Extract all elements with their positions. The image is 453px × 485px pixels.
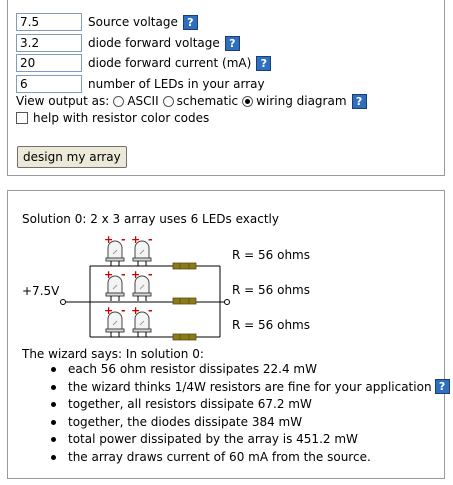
polarity-plus: + <box>104 304 113 317</box>
radio-schematic[interactable] <box>162 95 174 107</box>
led-highlight <box>112 249 118 255</box>
bullet-text: together, the diodes dissipate 384 mW <box>68 414 303 429</box>
led-body <box>107 311 123 331</box>
led-row: +-+- <box>104 304 197 341</box>
output-terminal <box>224 299 230 305</box>
resistor-label: R = 56 ohms <box>232 248 310 262</box>
diode-forward-current-input[interactable] <box>16 54 82 72</box>
led-rim <box>105 257 125 262</box>
help-question-icon[interactable]: ? <box>182 14 198 30</box>
bullet-text: the array draws current of 60 mA from th… <box>68 449 371 464</box>
result-panel: Solution 0: 2 x 3 array uses 6 LEDs exac… <box>7 190 450 479</box>
radio-ascii[interactable] <box>113 95 125 107</box>
radio-wiring-diagram[interactable] <box>242 95 254 107</box>
led-rim <box>132 292 152 297</box>
source-voltage-label: +7.5V <box>22 284 60 298</box>
polarity-minus: - <box>148 233 153 246</box>
polarity-minus: - <box>121 304 126 317</box>
input-form-panel: Source voltage ? diode forward voltage ?… <box>7 0 445 176</box>
help-question-icon[interactable]: ? <box>224 35 240 51</box>
led-highlight <box>139 249 145 255</box>
list-item: the wizard thinks 1/4W resistors are fin… <box>22 378 450 397</box>
led-body <box>107 240 123 260</box>
polarity-minus: - <box>148 304 153 317</box>
radio-schematic-label: schematic <box>176 94 239 108</box>
resistor-icon <box>172 333 197 341</box>
resistor-icon <box>172 262 197 270</box>
diode-forward-voltage-input[interactable] <box>16 34 82 52</box>
help-question-icon[interactable]: ? <box>434 378 450 394</box>
solution-title: Solution 0: 2 x 3 array uses 6 LEDs exac… <box>22 212 279 226</box>
led-rim <box>105 328 125 333</box>
led-rim <box>132 257 152 262</box>
polarity-plus: + <box>104 233 113 246</box>
source-terminal <box>60 299 66 305</box>
led-icon <box>105 275 125 301</box>
list-item: total power dissipated by the array is 4… <box>22 431 450 449</box>
wizard-intro: The wizard says: In solution 0: <box>22 347 204 361</box>
led-count-label: number of LEDs in your array <box>88 77 265 91</box>
polarity-minus: - <box>148 268 153 281</box>
resistor-label: R = 56 ohms <box>232 318 310 332</box>
radio-wiring-diagram-label: wiring diagram <box>256 94 347 108</box>
polarity-plus: + <box>131 233 140 246</box>
led-row: +-+- <box>104 233 197 270</box>
diode-forward-current-row: diode forward current (mA) ? <box>16 53 272 73</box>
source-voltage-row: Source voltage ? <box>16 12 198 32</box>
bullet-text: total power dissipated by the array is 4… <box>68 432 358 446</box>
polarity-plus: + <box>131 304 140 317</box>
color-codes-checkbox[interactable] <box>16 112 28 124</box>
list-item: together, all resistors dissipate 67.2 m… <box>22 396 450 414</box>
led-count-row: number of LEDs in your array <box>16 74 265 94</box>
led-row: +-+- <box>104 268 197 305</box>
diode-forward-voltage-label: diode forward voltage <box>88 36 220 50</box>
radio-ascii-label: ASCII <box>127 94 159 108</box>
list-item: the array draws current of 60 mA from th… <box>22 449 450 467</box>
wiring-diagram: +-+- +-+- +-+- <box>60 233 230 341</box>
led-highlight <box>139 284 145 290</box>
list-item: each 56 ohm resistor dissipates 22.4 mW <box>22 361 450 379</box>
led-highlight <box>139 320 145 326</box>
help-question-icon[interactable]: ? <box>351 93 367 109</box>
diode-forward-current-label: diode forward current (mA) <box>88 56 252 70</box>
led-icon <box>105 311 125 337</box>
polarity-minus: - <box>121 268 126 281</box>
led-body <box>107 275 123 295</box>
led-icon <box>132 240 152 266</box>
source-voltage-label: Source voltage <box>88 15 178 29</box>
circuit-wires <box>64 265 226 338</box>
view-option-ascii[interactable]: ASCII <box>113 94 159 108</box>
polarity-plus: + <box>104 268 113 281</box>
led-body <box>134 311 150 331</box>
color-codes-label: help with resistor color codes <box>33 111 210 125</box>
polarity-plus: + <box>131 268 140 281</box>
help-question-icon[interactable]: ? <box>256 55 272 71</box>
design-my-array-button[interactable]: design my array <box>17 146 127 168</box>
diode-forward-voltage-row: diode forward voltage ? <box>16 33 240 53</box>
led-icon <box>132 311 152 337</box>
bullet-text: each 56 ohm resistor dissipates 22.4 mW <box>68 362 317 376</box>
list-item: together, the diodes dissipate 384 mW <box>22 414 450 432</box>
resistor-label: R = 56 ohms <box>232 283 310 297</box>
led-rim <box>132 328 152 333</box>
led-highlight <box>112 284 118 290</box>
led-body <box>134 275 150 295</box>
led-highlight <box>112 320 118 326</box>
wizard-bullet-list: each 56 ohm resistor dissipates 22.4 mW … <box>22 361 450 466</box>
view-output-row: View output as: ASCII schematic wiring d… <box>16 91 367 111</box>
led-count-input[interactable] <box>16 75 82 93</box>
led-icon <box>132 275 152 301</box>
led-rim <box>105 292 125 297</box>
source-voltage-input[interactable] <box>16 13 82 31</box>
view-option-wiring-diagram[interactable]: wiring diagram <box>242 94 347 108</box>
led-icon <box>105 240 125 266</box>
bullet-text: together, all resistors dissipate 67.2 m… <box>68 397 312 411</box>
polarity-minus: - <box>121 233 126 246</box>
color-codes-row: help with resistor color codes <box>16 108 209 128</box>
led-body <box>134 240 150 260</box>
resistor-icon <box>172 297 197 305</box>
view-option-schematic[interactable]: schematic <box>162 94 239 108</box>
view-output-label: View output as: <box>16 94 110 108</box>
bullet-text: the wizard thinks 1/4W resistors are fin… <box>68 379 432 394</box>
